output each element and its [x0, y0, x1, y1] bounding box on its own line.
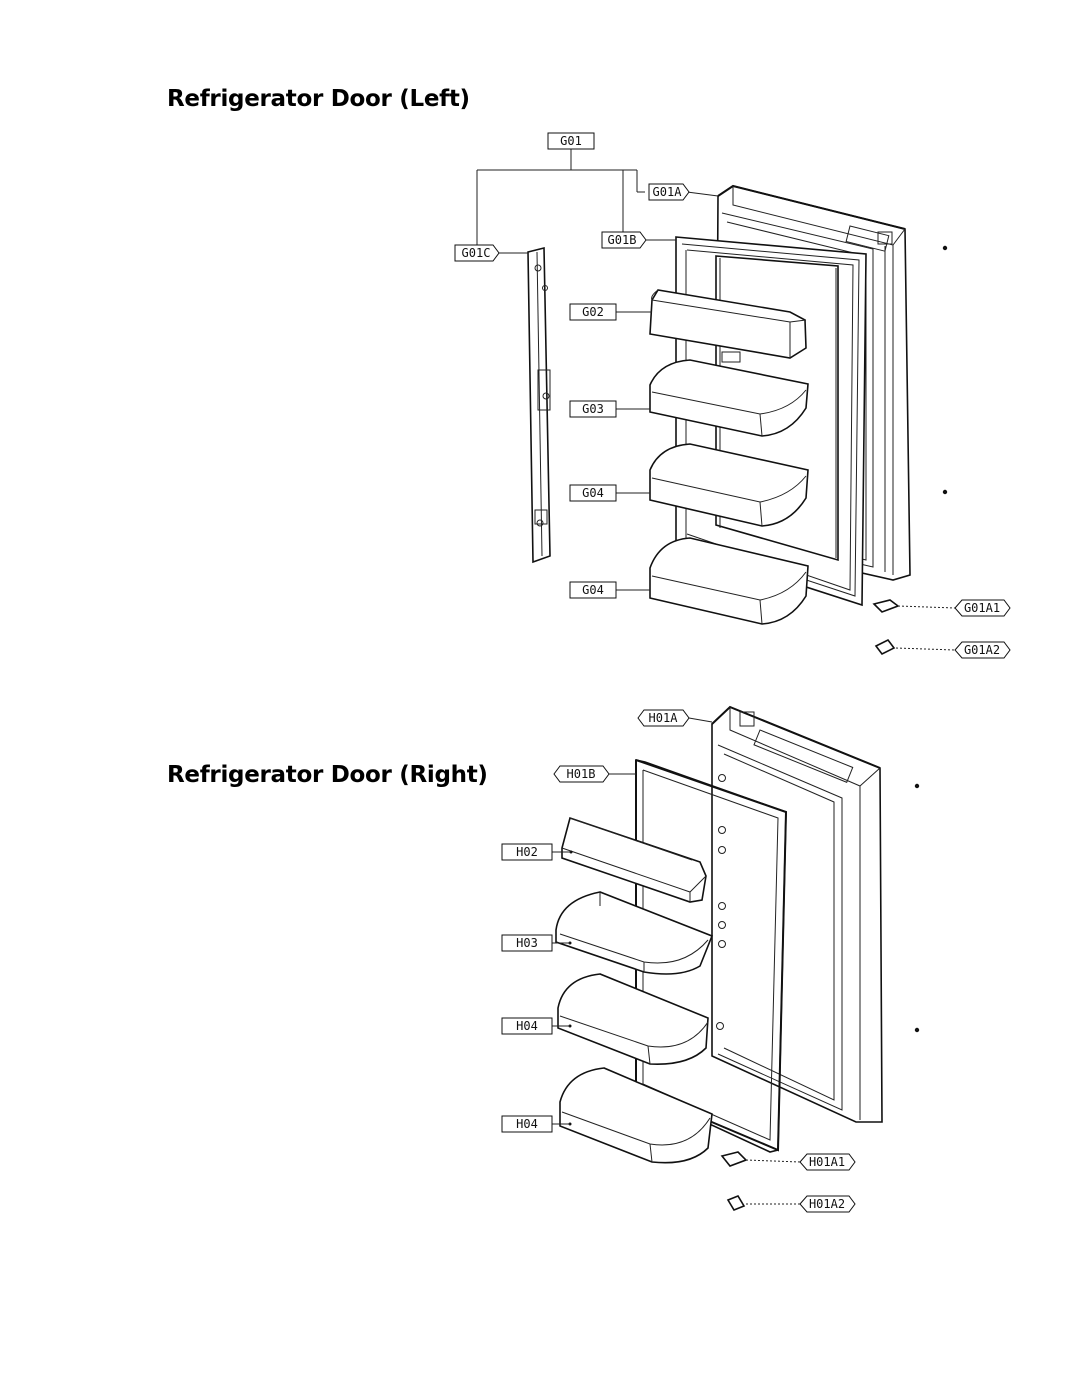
right-bin-h04-upper [557, 973, 709, 1065]
tag-g01b: G01B [601, 231, 647, 249]
right-door-assembly: H01A H01B H02 H03 H04 H04 H01A1 H01A2 [501, 705, 920, 1213]
label-h01a2: H01A2 [809, 1197, 845, 1211]
tag-h01b: H01B [553, 765, 610, 783]
label-h01b: H01B [567, 767, 596, 781]
tag-g01c: G01C [454, 244, 500, 262]
label-g01a2: G01A2 [964, 643, 1000, 657]
tag-h01a1: H01A1 [799, 1153, 856, 1171]
door-handle-strip [527, 246, 551, 564]
tag-h04-upper: H04 [501, 1017, 553, 1035]
tag-g04-upper: G04 [569, 484, 617, 502]
hinge-part-h01a2 [726, 1195, 800, 1211]
tag-h01a2: H01A2 [799, 1195, 856, 1213]
label-g01: G01 [560, 134, 582, 148]
label-h01a: H01A [649, 711, 679, 725]
right-door-title: Refrigerator Door (Right) [167, 762, 488, 788]
label-h04-lower: H04 [516, 1117, 538, 1131]
left-door-title: Refrigerator Door (Left) [167, 86, 470, 112]
tag-g03: G03 [569, 400, 617, 418]
g01-leader-tree [476, 149, 645, 246]
label-h02: H02 [516, 845, 538, 859]
left-bin-g02 [649, 289, 807, 359]
tag-g01a1: G01A1 [954, 599, 1011, 617]
label-h01a1: H01A1 [809, 1155, 845, 1169]
left-door-assembly: G01 G01A G01B G01C G02 G03 G04 G04 [454, 132, 1011, 659]
label-g03: G03 [582, 402, 604, 416]
right-bin-h04-lower [559, 1067, 713, 1164]
right-bin-h03 [555, 891, 714, 975]
left-bin-g04-upper [649, 443, 809, 527]
label-g01a1: G01A1 [964, 601, 1000, 615]
hinge-part-h01a1 [720, 1151, 801, 1167]
right-bin-h02 [561, 816, 707, 903]
label-h03: H03 [516, 936, 538, 950]
tag-g01: G01 [547, 132, 595, 150]
tag-g02: G02 [569, 303, 617, 321]
label-g04-upper: G04 [582, 486, 604, 500]
label-h04-upper: H04 [516, 1019, 538, 1033]
label-g04-lower: G04 [582, 583, 604, 597]
label-g01a: G01A [653, 185, 683, 199]
tag-h02: H02 [501, 843, 553, 861]
tag-g04-lower: G04 [569, 581, 617, 599]
tag-h03: H03 [501, 934, 553, 952]
tag-g01a2: G01A2 [954, 641, 1011, 659]
label-g01c: G01C [462, 246, 491, 260]
hinge-part-g01a1 [872, 599, 956, 613]
hinge-part-g01a2 [874, 638, 956, 656]
label-g02: G02 [582, 305, 604, 319]
left-bin-g03 [649, 359, 809, 437]
tag-g01a: G01A [648, 183, 690, 201]
tag-h04-lower: H04 [501, 1115, 553, 1133]
label-g01b: G01B [608, 233, 637, 247]
door-outer-shell-right [711, 705, 883, 1123]
left-bin-g04-lower [649, 537, 809, 625]
tag-h01a: H01A [637, 709, 690, 727]
